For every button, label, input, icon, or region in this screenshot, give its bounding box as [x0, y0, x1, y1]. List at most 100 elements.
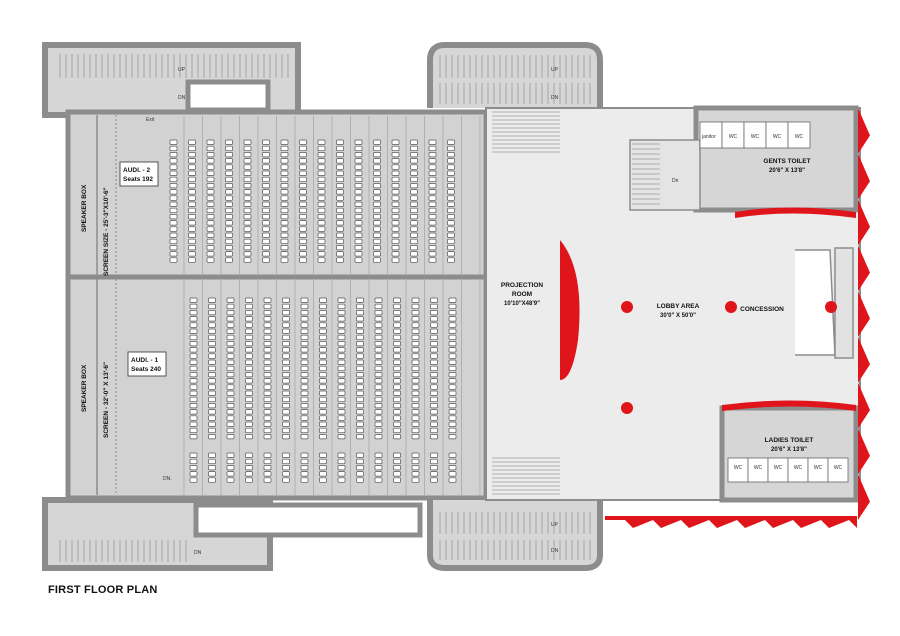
seat: [226, 452, 235, 458]
seat: [206, 170, 215, 176]
seat: [336, 201, 344, 207]
seat: [263, 452, 272, 458]
seat: [243, 158, 252, 164]
seat: [447, 220, 455, 226]
seat: [447, 189, 455, 195]
seat: [448, 347, 457, 353]
audi1-speaker-label: SPEAKER BOX: [81, 364, 88, 412]
seat: [336, 238, 344, 245]
seat: [169, 201, 178, 207]
seat: [411, 434, 420, 440]
seat: [319, 310, 327, 316]
up-note-top-right: UP: [551, 67, 559, 73]
seat: [188, 158, 196, 164]
seat: [393, 322, 401, 328]
seat: [319, 322, 327, 328]
seat: [447, 170, 455, 176]
seat: [282, 365, 290, 372]
seat: [188, 195, 196, 201]
seat: [189, 427, 198, 434]
seat: [262, 232, 270, 238]
seat: [245, 452, 253, 458]
seat: [337, 334, 346, 341]
seat: [354, 145, 363, 152]
audi2-seats: Seats 192: [123, 176, 153, 183]
seat: [208, 396, 216, 403]
seat: [189, 341, 198, 347]
seat: [226, 322, 235, 328]
seat: [189, 328, 198, 334]
seat: [282, 421, 290, 427]
seat: [206, 257, 215, 263]
seat: [393, 396, 401, 403]
seat: [319, 378, 327, 384]
seat: [430, 316, 438, 322]
seat: [393, 316, 401, 322]
wc-label: WC: [814, 465, 823, 471]
seat: [245, 334, 253, 341]
seat: [263, 409, 272, 415]
seat: [169, 139, 178, 145]
seat: [245, 471, 253, 477]
seat: [337, 353, 346, 359]
seat: [282, 458, 290, 465]
upper-left-opening: [185, 79, 271, 113]
up-note-bottom-right: UP: [551, 522, 559, 528]
seat: [169, 183, 178, 189]
seat: [356, 471, 364, 477]
seat: [169, 257, 178, 263]
seat: [356, 378, 364, 384]
seat: [299, 226, 307, 232]
seat: [354, 251, 363, 257]
seat: [430, 359, 438, 365]
seat: [391, 232, 400, 238]
seat: [391, 226, 400, 232]
seat: [391, 238, 400, 245]
seat: [337, 477, 346, 483]
seat: [428, 232, 437, 238]
seat: [226, 471, 235, 477]
seat: [393, 384, 401, 390]
seat: [189, 452, 198, 458]
seat: [169, 232, 178, 238]
audi1-label-box: [127, 351, 167, 377]
seat: [411, 421, 420, 427]
seat: [317, 207, 326, 214]
seat: [374, 434, 383, 440]
seat: [189, 347, 198, 353]
seat: [300, 303, 309, 310]
seat: [447, 232, 455, 238]
seat: [410, 176, 418, 183]
seat: [188, 139, 196, 145]
seat: [336, 214, 344, 220]
seat: [245, 415, 253, 421]
seat: [208, 328, 216, 334]
seat: [428, 170, 437, 176]
seat: [188, 207, 196, 214]
seat: [262, 152, 270, 158]
lobby-label: LOBBY AREA: [657, 303, 700, 310]
seat: [319, 372, 327, 378]
seat: [428, 145, 437, 152]
seat: [430, 477, 438, 483]
seat: [356, 328, 364, 334]
seat: [188, 245, 196, 251]
seat: [428, 139, 437, 145]
seat: [447, 158, 455, 164]
seat: [169, 152, 178, 158]
seat: [393, 328, 401, 334]
seat: [411, 458, 420, 465]
seat: [410, 232, 418, 238]
seat: [428, 245, 437, 251]
seat: [354, 238, 363, 245]
seat: [373, 145, 381, 152]
seat: [189, 334, 198, 341]
seat: [374, 334, 383, 341]
seat: [282, 334, 290, 341]
seat: [262, 183, 270, 189]
seat: [428, 257, 437, 263]
seat: [336, 226, 344, 232]
seat: [226, 409, 235, 415]
seat: [374, 341, 383, 347]
seat: [226, 477, 235, 483]
